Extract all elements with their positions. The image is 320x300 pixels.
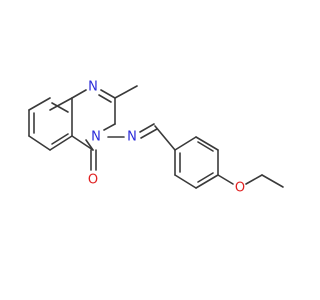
bond — [71, 89, 87, 99]
atom-label-nitrogen: N — [127, 130, 137, 145]
atom-label-nitrogen: N — [91, 130, 101, 145]
bond — [114, 85, 138, 99]
bond — [197, 172, 214, 183]
bond — [98, 94, 112, 103]
atom-label-oxygen: O — [88, 173, 98, 188]
bond — [197, 141, 214, 152]
bond — [217, 174, 234, 185]
structure-canvas: N N N O O — [28, 80, 284, 196]
bond — [195, 174, 219, 189]
bond — [51, 102, 69, 113]
bond — [174, 174, 197, 189]
bond — [51, 133, 69, 145]
bond — [195, 136, 219, 151]
bond — [71, 135, 94, 151]
bond — [28, 97, 51, 111]
atom-label-oxygen: O — [235, 181, 245, 196]
bond — [103, 123, 116, 131]
bond — [261, 174, 284, 188]
bond — [100, 89, 116, 99]
bond — [139, 123, 155, 133]
bond — [140, 128, 158, 139]
bond — [154, 125, 176, 151]
bond — [49, 97, 73, 111]
atom-label-nitrogen: N — [88, 80, 98, 95]
bond — [174, 136, 197, 151]
bond — [245, 174, 263, 185]
molecule-drawing: N N N O O — [28, 80, 284, 196]
bond — [28, 135, 51, 151]
bond — [49, 135, 73, 151]
